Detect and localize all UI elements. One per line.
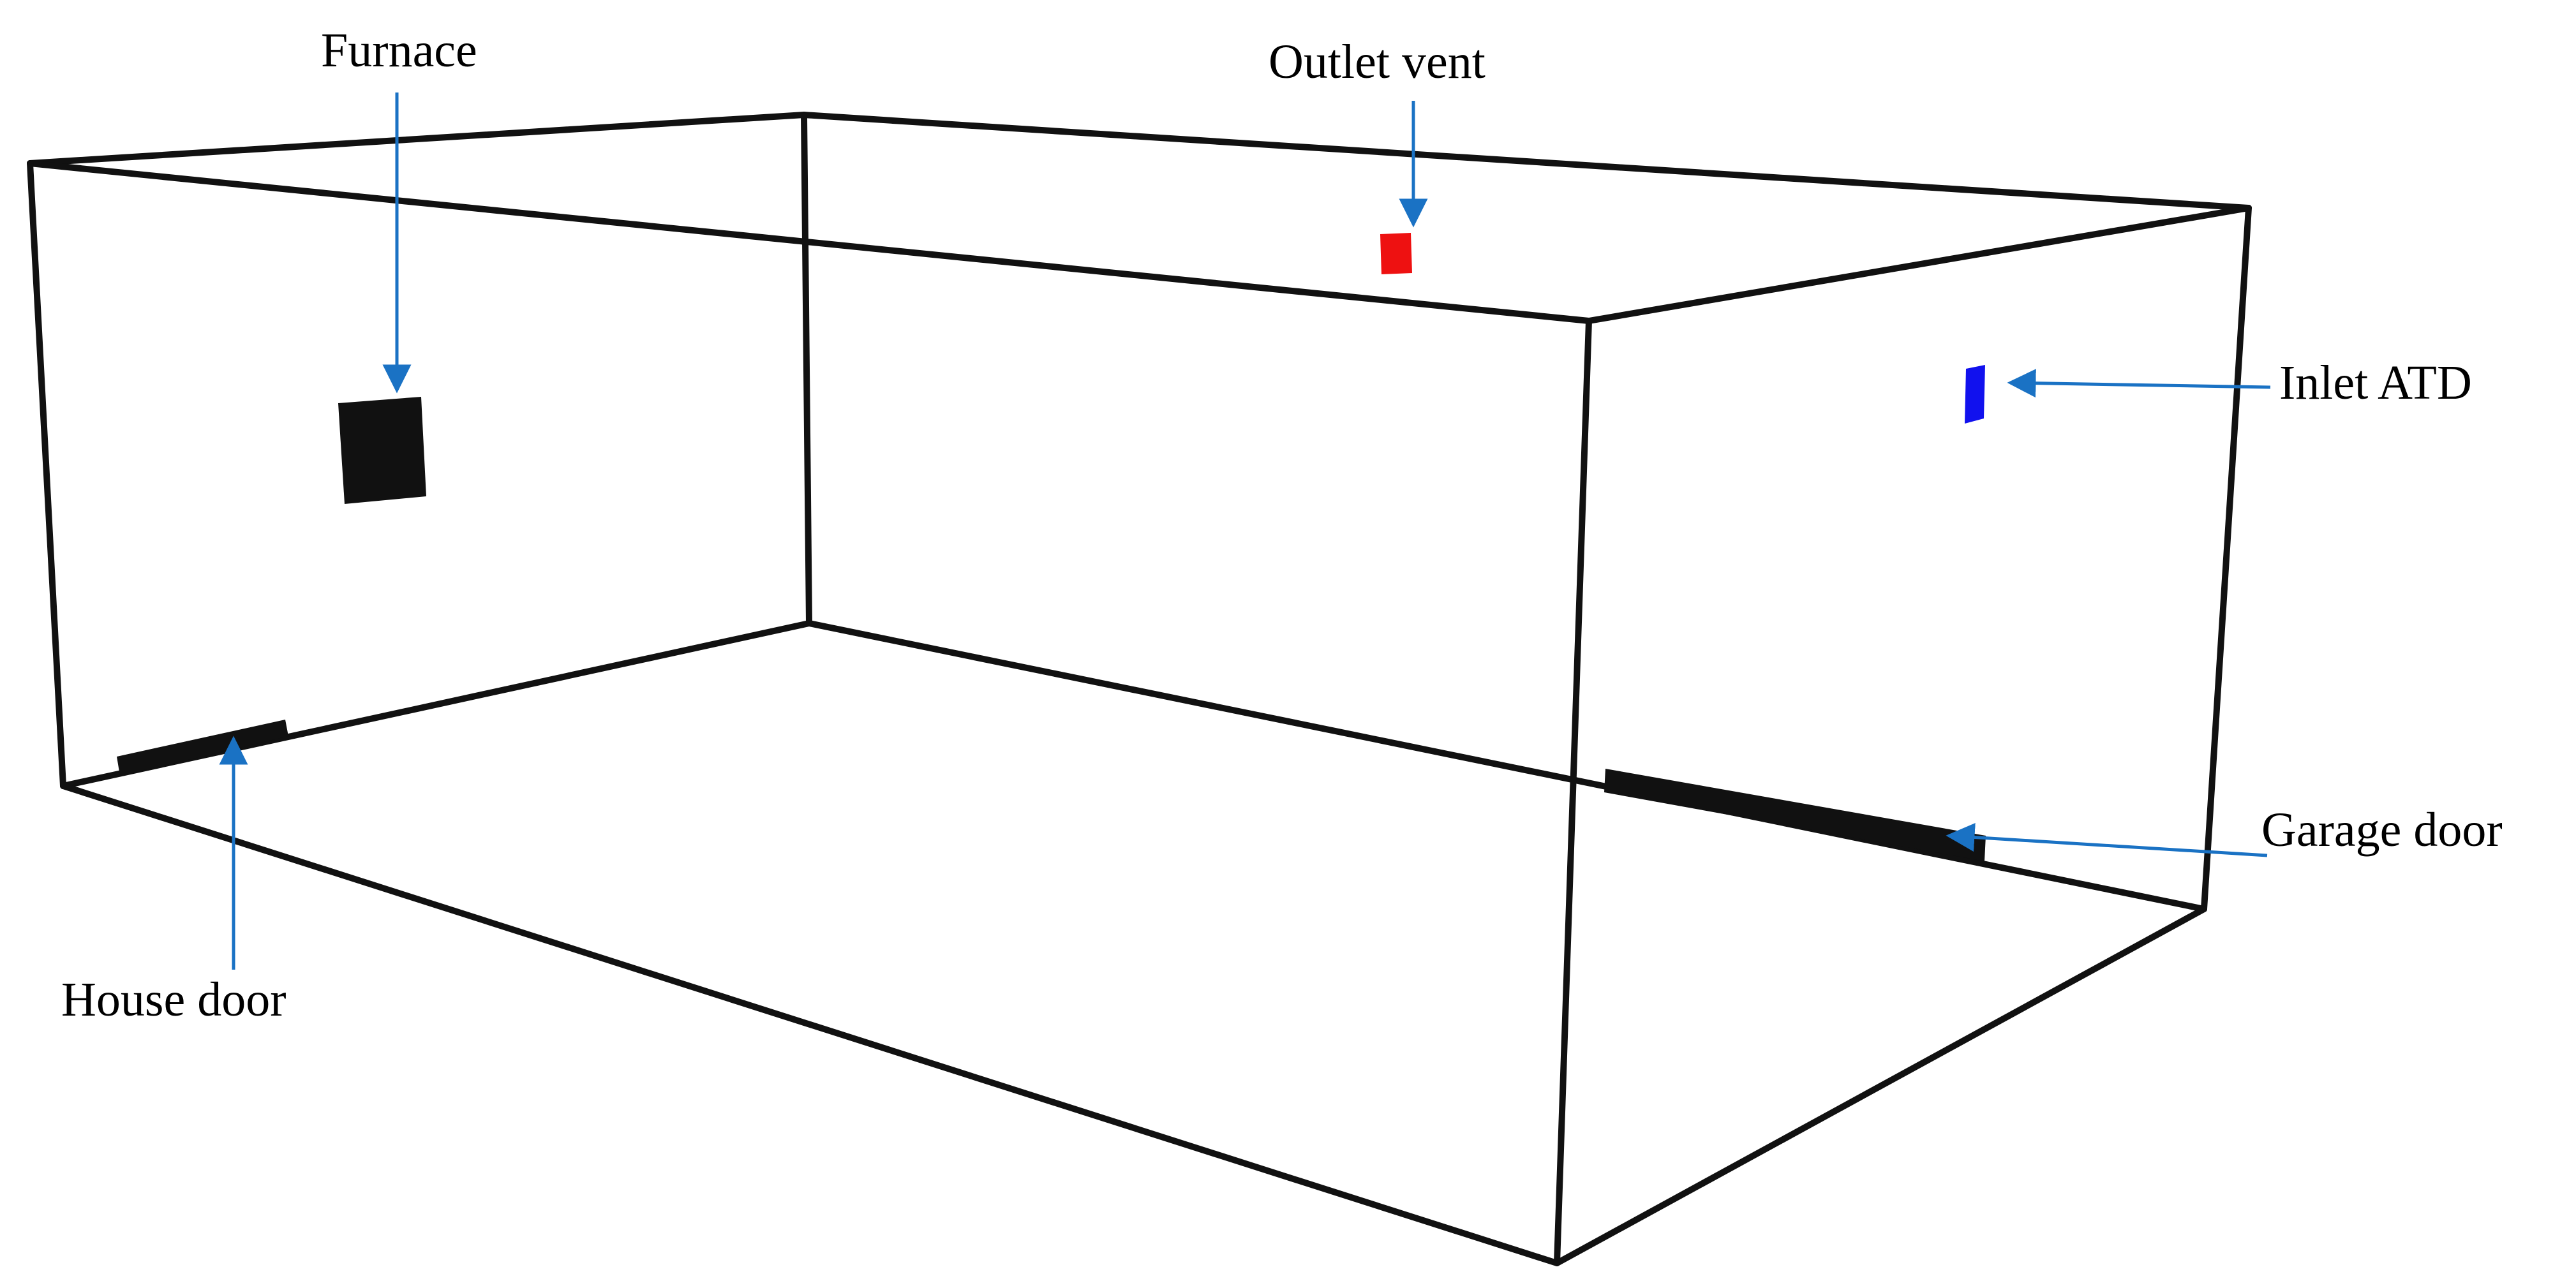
edge-top-right-diagonal: [1586, 205, 2252, 324]
inlet-atd-marker: [1965, 365, 1985, 424]
edge-back-top-left: [27, 112, 807, 167]
edge-left-vertical: [27, 160, 66, 789]
house-door-strip: [117, 720, 288, 776]
garage-door-label: Garage door: [2261, 803, 2503, 857]
edge-back-bottom-right: [806, 620, 2207, 912]
garage-door-strip: [1604, 769, 1986, 861]
callout-arrows: [219, 93, 2271, 970]
furnace-label: Furnace: [321, 24, 477, 77]
edge-bottom-left-diagonal: [60, 783, 1560, 1266]
edge-right-vertical: [2201, 205, 2252, 912]
outlet-vent-marker: [1380, 233, 1412, 274]
edge-bottom-right-diagonal: [1554, 906, 2207, 1266]
inlet-atd-label: Inlet ATD: [2279, 356, 2472, 410]
inlet-atd-arrow: [2007, 369, 2271, 398]
furnace-block: [338, 397, 426, 504]
garage-box-outline: [27, 112, 2252, 1266]
garage-door-arrow: [1946, 823, 2268, 857]
edge-front-vertical: [1554, 318, 1592, 1266]
edge-back-vertical: [801, 112, 812, 626]
edge-top-left-diagonal: [27, 160, 1592, 324]
edge-back-top-right: [801, 112, 2252, 211]
house-door-label: House door: [61, 973, 287, 1026]
callout-labels: Furnace Outlet vent Inlet ATD Garage doo…: [61, 24, 2503, 1026]
garage-components: [117, 233, 1986, 861]
outlet-vent-label: Outlet vent: [1269, 35, 1485, 89]
